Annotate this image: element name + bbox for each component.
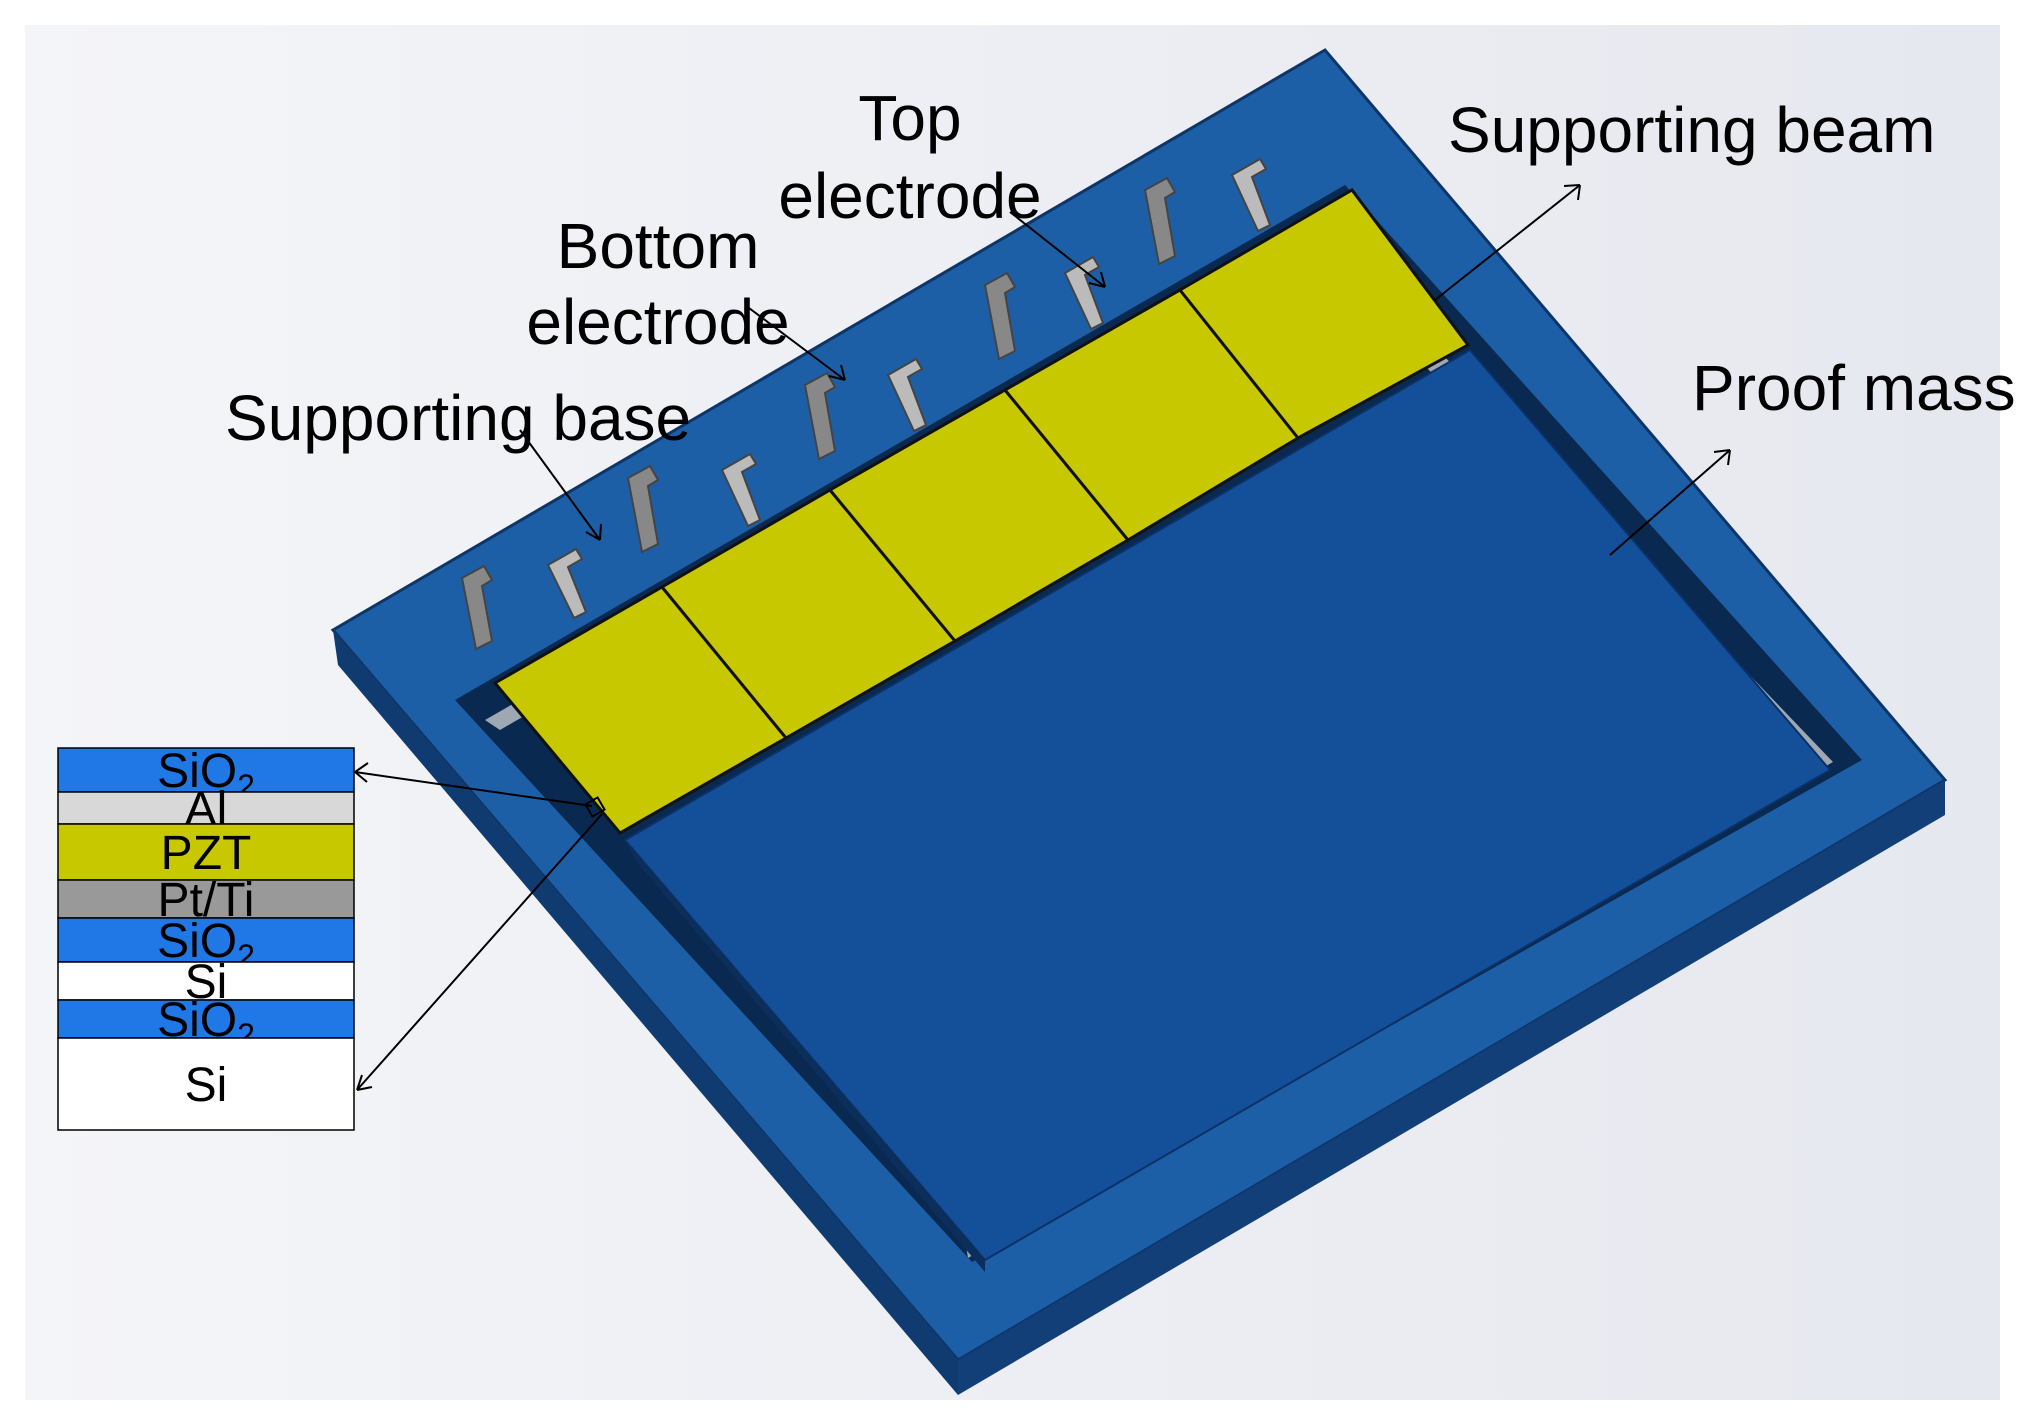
layer-5-rect: [57, 917, 355, 963]
callout-stack-top: [354, 762, 593, 807]
electrode-lead: [1063, 255, 1105, 331]
label-supporting-base: Supporting base: [225, 382, 691, 454]
electrode-lead: [1143, 176, 1177, 266]
label-bottom-electrode-2: electrode: [526, 286, 789, 358]
electrode-lead: [983, 271, 1017, 361]
callout-lines: [354, 184, 1731, 1091]
label-proof-mass: Proof mass: [1692, 352, 2016, 424]
callout-supporting-beam: [1434, 184, 1581, 301]
electrode-lead: [626, 464, 660, 554]
layer-1-rect: [57, 747, 355, 793]
label-top-electrode-1: Top: [858, 82, 961, 154]
label-bottom-electrode-1: Bottom: [557, 210, 760, 282]
pzt-beams: [492, 188, 1471, 835]
labels: Top electrode Supporting beam Bottom ele…: [225, 82, 2016, 454]
layer-6-rect: [57, 961, 355, 1001]
label-supporting-beam: Supporting beam: [1448, 94, 1935, 166]
callout-proof-mass: [1609, 449, 1731, 556]
layer-4-rect: [57, 879, 355, 919]
layer-3-label: PZT: [161, 827, 252, 880]
cross-section-marker: [584, 796, 606, 818]
electrode-leads: [460, 157, 1272, 651]
layer-3-rect: [57, 823, 355, 881]
layer-8-label: Si: [185, 1059, 228, 1112]
proof-mass: [623, 348, 1832, 1272]
layer-2-rect: [57, 791, 355, 825]
electrode-lead: [1230, 157, 1272, 233]
electrode-lead: [460, 564, 494, 651]
pzt-beam-5: [1177, 188, 1471, 440]
layer-7-rect: [57, 999, 355, 1039]
electrode-lead: [803, 371, 837, 461]
callout-top-electrode: [1009, 211, 1106, 288]
callout-bottom-electrode: [744, 304, 846, 381]
electrode-lead: [546, 547, 588, 620]
layer-8-rect: [57, 1037, 355, 1131]
electrode-lead: [886, 357, 928, 433]
callout-stack-bottom: [356, 813, 603, 1091]
callout-supporting-base: [519, 429, 602, 541]
electrode-lead: [720, 452, 762, 528]
label-top-electrode-2: electrode: [778, 160, 1041, 232]
